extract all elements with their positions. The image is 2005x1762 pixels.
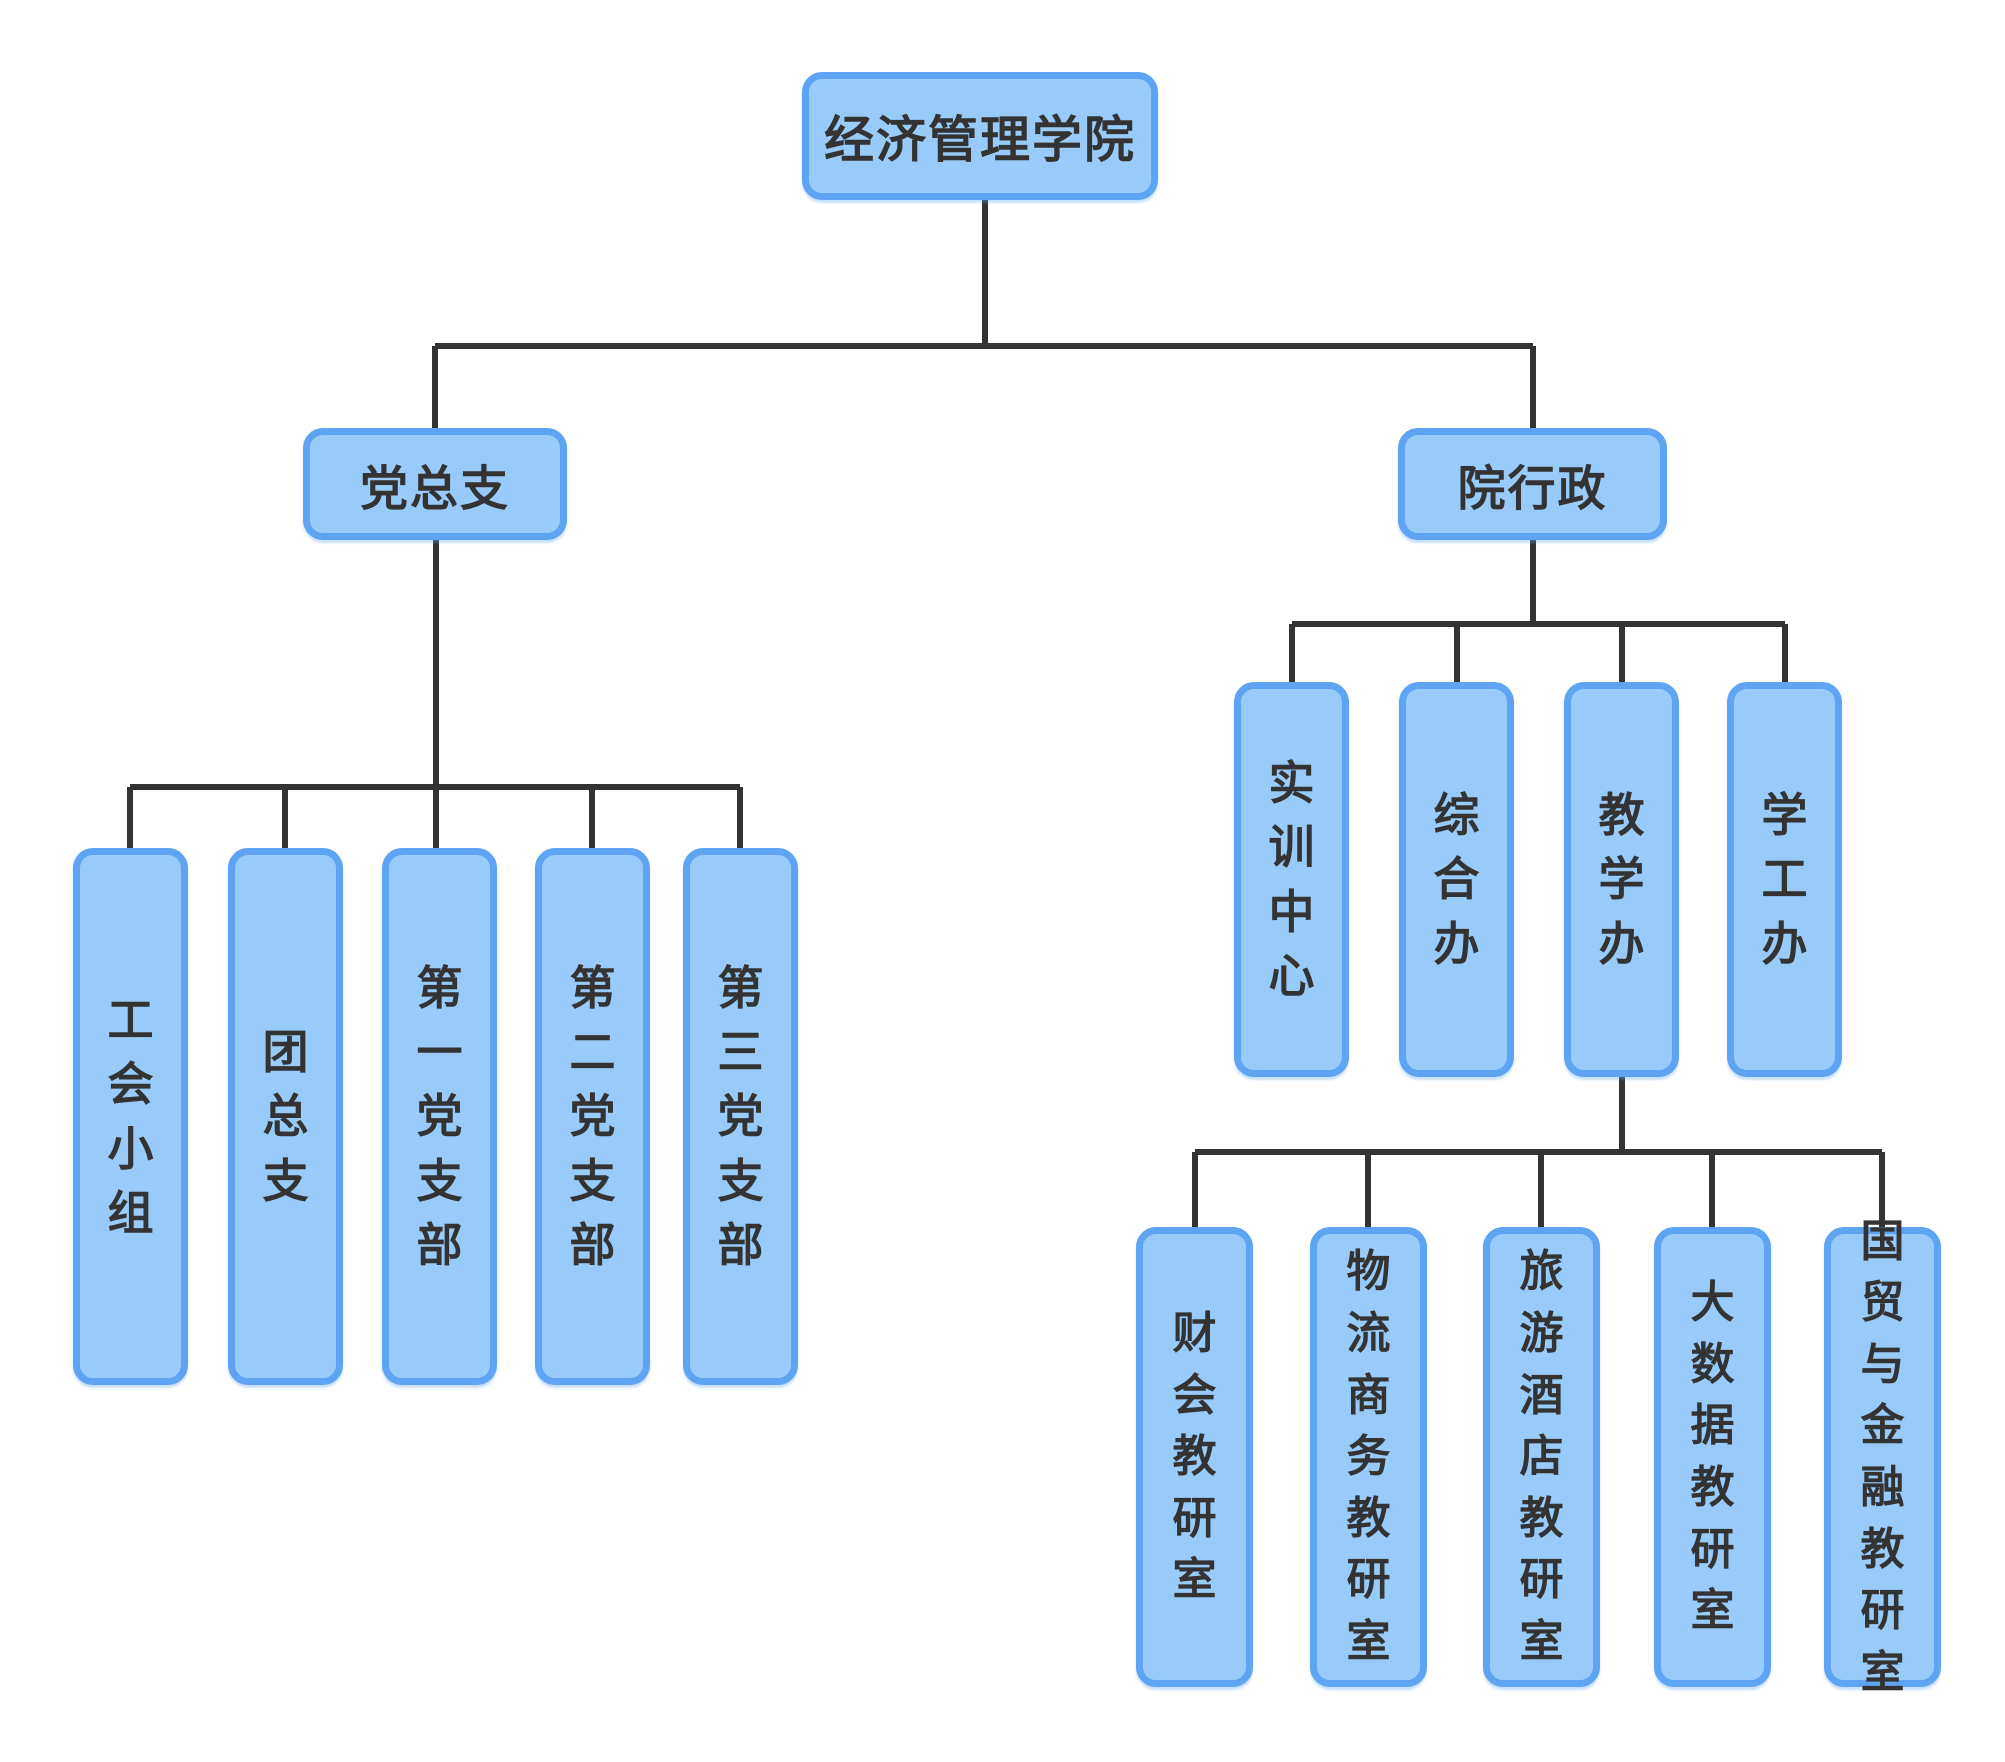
node-logistics-ecommerce-teaching-office-label: 物 流 商 务 教 研 室 <box>1346 1246 1391 1667</box>
node-teaching-office-label: 教 学 办 <box>1598 787 1645 971</box>
node-third-party-branch: 第 三 党 支 部 <box>683 848 798 1385</box>
node-tourism-hotel-teaching-office: 旅 游 酒 店 教 研 室 <box>1483 1227 1600 1687</box>
node-school: 经济管理学院 <box>802 72 1158 200</box>
node-finance-accounting-teaching-office-label: 财 会 教 研 室 <box>1172 1308 1217 1606</box>
node-tourism-hotel-teaching-office-label: 旅 游 酒 店 教 研 室 <box>1519 1246 1564 1667</box>
node-student-affairs-office: 学 工 办 <box>1727 682 1842 1077</box>
node-intl-trade-finance-teaching-office: 国 贸 与 金 融 教 研 室 <box>1824 1216 1941 1698</box>
node-party-general-branch: 党总支 <box>303 428 567 540</box>
node-college-admin: 院行政 <box>1398 428 1667 540</box>
node-party-general-branch-label: 党总支 <box>359 461 510 517</box>
node-third-party-branch-label: 第 三 党 支 部 <box>717 960 764 1273</box>
node-second-party-branch: 第 二 党 支 部 <box>535 848 650 1385</box>
node-general-office: 综 合 办 <box>1399 682 1514 1077</box>
node-training-center: 实 训 中 心 <box>1234 682 1349 1077</box>
node-intl-trade-finance-teaching-office-label: 国 贸 与 金 融 教 研 室 <box>1860 1215 1905 1698</box>
node-union-group: 工 会 小 组 <box>73 848 188 1385</box>
node-teaching-office: 教 学 办 <box>1564 682 1679 1077</box>
node-youth-league-branch: 团 总 支 <box>228 848 343 1385</box>
node-first-party-branch: 第 一 党 支 部 <box>382 848 497 1385</box>
node-big-data-teaching-office: 大 数 据 教 研 室 <box>1654 1227 1771 1687</box>
node-first-party-branch-label: 第 一 党 支 部 <box>416 960 463 1273</box>
node-general-office-label: 综 合 办 <box>1433 787 1480 971</box>
node-youth-league-branch-label: 团 总 支 <box>262 1024 309 1208</box>
node-logistics-ecommerce-teaching-office: 物 流 商 务 教 研 室 <box>1310 1227 1427 1687</box>
node-college-admin-label: 院行政 <box>1457 461 1608 517</box>
node-training-center-label: 实 训 中 心 <box>1268 755 1315 1003</box>
node-student-affairs-office-label: 学 工 办 <box>1761 787 1808 971</box>
node-big-data-teaching-office-label: 大 数 据 教 研 室 <box>1690 1277 1735 1637</box>
node-school-label: 经济管理学院 <box>824 111 1136 169</box>
node-second-party-branch-label: 第 二 党 支 部 <box>569 960 616 1273</box>
node-finance-accounting-teaching-office: 财 会 教 研 室 <box>1136 1227 1253 1687</box>
node-union-group-label: 工 会 小 组 <box>107 992 154 1240</box>
